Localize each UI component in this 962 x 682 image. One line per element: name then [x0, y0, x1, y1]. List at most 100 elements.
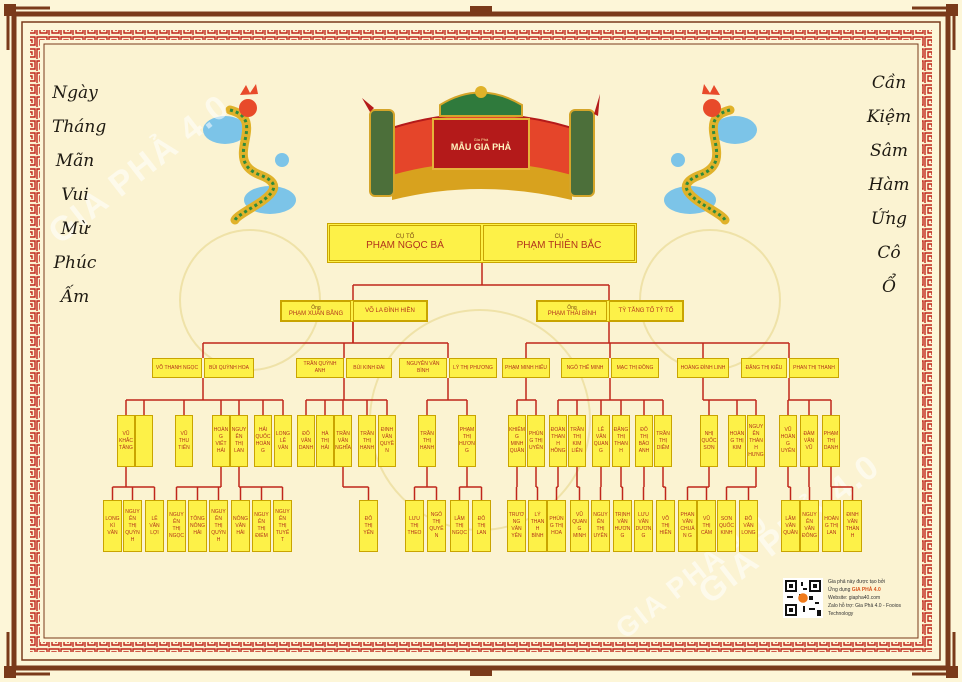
gen3-spouse-node[interactable]: BÙI QUỲNH HOA [204, 358, 254, 378]
gen5-node[interactable]: LÂM THỊ NGỌC [450, 500, 469, 552]
gen3-spouse-node[interactable]: PHAN THỊ THANH [789, 358, 839, 378]
gen4-node[interactable]: ĐINH VĂN QUYỀN [378, 415, 396, 467]
gen5-node[interactable]: NGUYỄN VĂN ĐÔNG [800, 500, 819, 552]
gen5-node[interactable]: LƯU THỊ THEO [405, 500, 424, 552]
gen3-node[interactable]: TRẦN QUỲNH ANH [296, 358, 344, 378]
gen4-node[interactable]: VŨ HOÀNG UYÊN [779, 415, 797, 467]
gen5-node[interactable]: PHAN VĂN CHUẨN G [678, 500, 697, 552]
gen5-node[interactable]: ĐINH VĂN THÀNH [843, 500, 862, 552]
gen5-node[interactable]: NGUYỄN THỊ NGỌC [167, 500, 186, 552]
gen5-node[interactable]: VÕ THỊ HIỀN [656, 500, 675, 552]
gen5-node[interactable]: PHÙNG THỊ HOA [547, 500, 566, 552]
node-name: TRƯƠNG VĂN YÊN [508, 512, 525, 539]
node-name: NGUYỄN THÀNH HƯNG [748, 423, 764, 458]
node-name: TRẦN VĂN NGHĨA [335, 430, 351, 451]
gen4-node[interactable]: PHẠM THỊ HƯƠNG [458, 415, 476, 467]
gen4-node[interactable]: TRẦN THỊ HẠNH [418, 415, 436, 467]
gen4-node[interactable]: ĐỖ VĂN DANH [297, 415, 315, 467]
gen3-spouse-node[interactable]: BÙI KINH ĐÀI [346, 358, 392, 378]
gen5-node[interactable]: ĐỖ VĂN LONG [739, 500, 758, 552]
node-name: TRẦN THỊ HẠNH [419, 430, 435, 451]
node-name: TRẦN THỊ KIM LIÊN [570, 427, 584, 454]
gen5-node[interactable]: LÂM VĂN QUÂN [781, 500, 800, 552]
node-name: PHẠM MINH HIẾU [505, 364, 547, 371]
node-name: VŨ QUANG MINH [572, 512, 587, 539]
gen4-node[interactable]: HOÀNG THỊ KIM [728, 415, 746, 467]
gen5-node[interactable]: NGUYỄN THỊ ĐIỂM [252, 500, 271, 552]
gen4-node[interactable]: NGUYỄN THỊ LAN [230, 415, 248, 467]
left-couplet: Ngày Tháng Mãn Vui Mừ Phúc Ấm [52, 76, 106, 314]
gen4-node[interactable]: ĐÀM VĂN VŨ [800, 415, 818, 467]
node-name: ĐỖ VĂN DANH [298, 430, 314, 451]
gen3-node[interactable]: ĐẶNG THỊ KIỀU [741, 358, 787, 378]
gen3-spouse-node[interactable]: MẠC THỊ ĐỒNG [611, 358, 659, 378]
node-name: BÙI KINH ĐÀI [353, 364, 385, 371]
gen2-spouse-node[interactable]: TỲ TẰNG TỐ TỶ TỔ [609, 301, 683, 321]
gen5-node[interactable]: LƯU VĂN DƯƠNG [634, 500, 653, 552]
gen5-node[interactable]: NGUYỄN THỊ QUỲNH [209, 500, 228, 552]
gen2-node[interactable]: Ông PHẠM XUÂN BẰNG [281, 301, 351, 321]
gen4-node[interactable]: TRẦN THỊ DIỄM [654, 415, 672, 467]
gen5-node[interactable]: ĐỖ THỊ LAN [472, 500, 491, 552]
gen5-node[interactable]: TÔNG NÔNG HẢI [188, 500, 207, 552]
gen5-node[interactable]: VŨ QUANG MINH [570, 500, 589, 552]
gen4-node[interactable]: ĐOÀN THANH HỒNG [549, 415, 567, 467]
gen3-node[interactable]: VÕ THANH NGỌC [152, 358, 202, 378]
gen5-node[interactable]: LONG KÌ VĂN [103, 500, 122, 552]
gen4-node[interactable]: HÀ THỊ HẢI [316, 415, 334, 467]
title-main: MẪU GIA PHẢ [450, 141, 512, 152]
gen5-node[interactable]: TRƯƠNG VĂN YÊN [507, 500, 526, 552]
gen5-node[interactable]: HOÀNG THỊ LAN [822, 500, 841, 552]
gen5-node[interactable]: NGUYỄN THỊ TUYẾT [273, 500, 292, 552]
gen4-node[interactable]: LONG LÊ VĂN [274, 415, 292, 467]
gen4-node[interactable]: TRẦN THỊ HẠNH [358, 415, 376, 467]
gen5-node[interactable]: NGUYỄN THỊ UYÊN [591, 500, 610, 552]
node-name: LONG KÌ VĂN [105, 515, 120, 536]
gen4-node[interactable]: PHẠM THỊ DANH [822, 415, 840, 467]
gen3-spouse-node[interactable]: LÝ THỊ PHƯƠNG [449, 358, 497, 378]
gen4-node[interactable]: HOÀNG VIẾT HẢI [212, 415, 230, 467]
gen4-node[interactable]: ĐỖ THỊ BẢO ANH [635, 415, 653, 467]
gen2-node[interactable]: Ông PHẠM THÁI BÌNH [537, 301, 607, 321]
gen4-node[interactable]: LÊ VĂN QUANG [592, 415, 610, 467]
node-name: PHAN THỊ THANH [793, 364, 835, 371]
gen4-node[interactable]: TRẦN VĂN NGHĨA [334, 415, 352, 467]
root-ancestor-node[interactable]: CỤ TỔ PHẠM NGỌC BÁ [329, 225, 481, 261]
gen5-node[interactable]: NGÔ THỊ QUYÊN [427, 500, 446, 552]
gen3-node[interactable]: NGUYỄN VĂN BÌNH [399, 358, 447, 378]
gen4-node[interactable]: PHÙNG THỊ UYÊN [527, 415, 545, 467]
root-spouse-node[interactable]: CỤ PHẠM THIÊN BẮC [483, 225, 635, 261]
gen5-node[interactable]: LÝ THANH BÌNH [528, 500, 547, 552]
gen4-node[interactable]: NHỊ QUỐC SƠN [700, 415, 718, 467]
node-name: NGUYỄN VĂN BÌNH [406, 361, 440, 374]
gen4-node[interactable] [135, 415, 153, 467]
node-name: VŨ HOÀNG UYÊN [780, 427, 796, 454]
gen5-node[interactable]: NÔNG VĂN HẢI [231, 500, 250, 552]
credits-line: Ứng dụng GIA PHẢ 4.0 [828, 586, 938, 594]
left-couplet-char: Vui [61, 185, 89, 205]
gen5-node[interactable]: ĐỖ THỊ YẾN [359, 500, 378, 552]
gen3-node[interactable]: PHẠM MINH HIẾU [502, 358, 550, 378]
gen4-node[interactable]: VŨ KHẮC TĂNG [117, 415, 135, 467]
gen5-node[interactable]: TRỊNH VĂN HƯƠNG [613, 500, 632, 552]
node-name: PHAN VĂN CHUẨN G [680, 512, 695, 539]
node-name: PHẠM THIÊN BẮC [516, 240, 602, 251]
gen3-node[interactable]: NGÔ THẾ MINH [561, 358, 609, 378]
gen5-node[interactable]: SƠN QUỐC KINH [717, 500, 736, 552]
gen4-node[interactable]: NGUYỄN THÀNH HƯNG [747, 415, 765, 467]
gen4-node[interactable]: VŨ THU TIẾN [175, 415, 193, 467]
gen2-spouse-node[interactable]: VÕ LA ĐÌNH HIỀN [353, 301, 427, 321]
gen5-node[interactable]: NGUYỄN THỊ QUỲNH [123, 500, 142, 552]
credits-website[interactable]: Website: giapha40.com [828, 595, 881, 601]
node-name: VŨ THU TIẾN [178, 430, 190, 451]
node-name: NGUYỄN THỊ TUYẾT [275, 508, 290, 543]
gen3-node[interactable]: HOÀNG ĐÌNH LINH [677, 358, 729, 378]
gen4-node[interactable]: TRẦN THỊ KIM LIÊN [568, 415, 586, 467]
qr-code-icon[interactable] [783, 578, 823, 618]
gen5-node[interactable]: VŨ THỊ CẨM [697, 500, 716, 552]
gen4-node[interactable]: KHIÊM G MINH QUÂN [508, 415, 526, 467]
gen5-node[interactable]: LÊ VĂN LỢI [145, 500, 164, 552]
gen4-node[interactable]: ĐẶNG THỊ THANH [612, 415, 630, 467]
gen4-node[interactable]: HẢI QUỐC HOÀNG [254, 415, 272, 467]
